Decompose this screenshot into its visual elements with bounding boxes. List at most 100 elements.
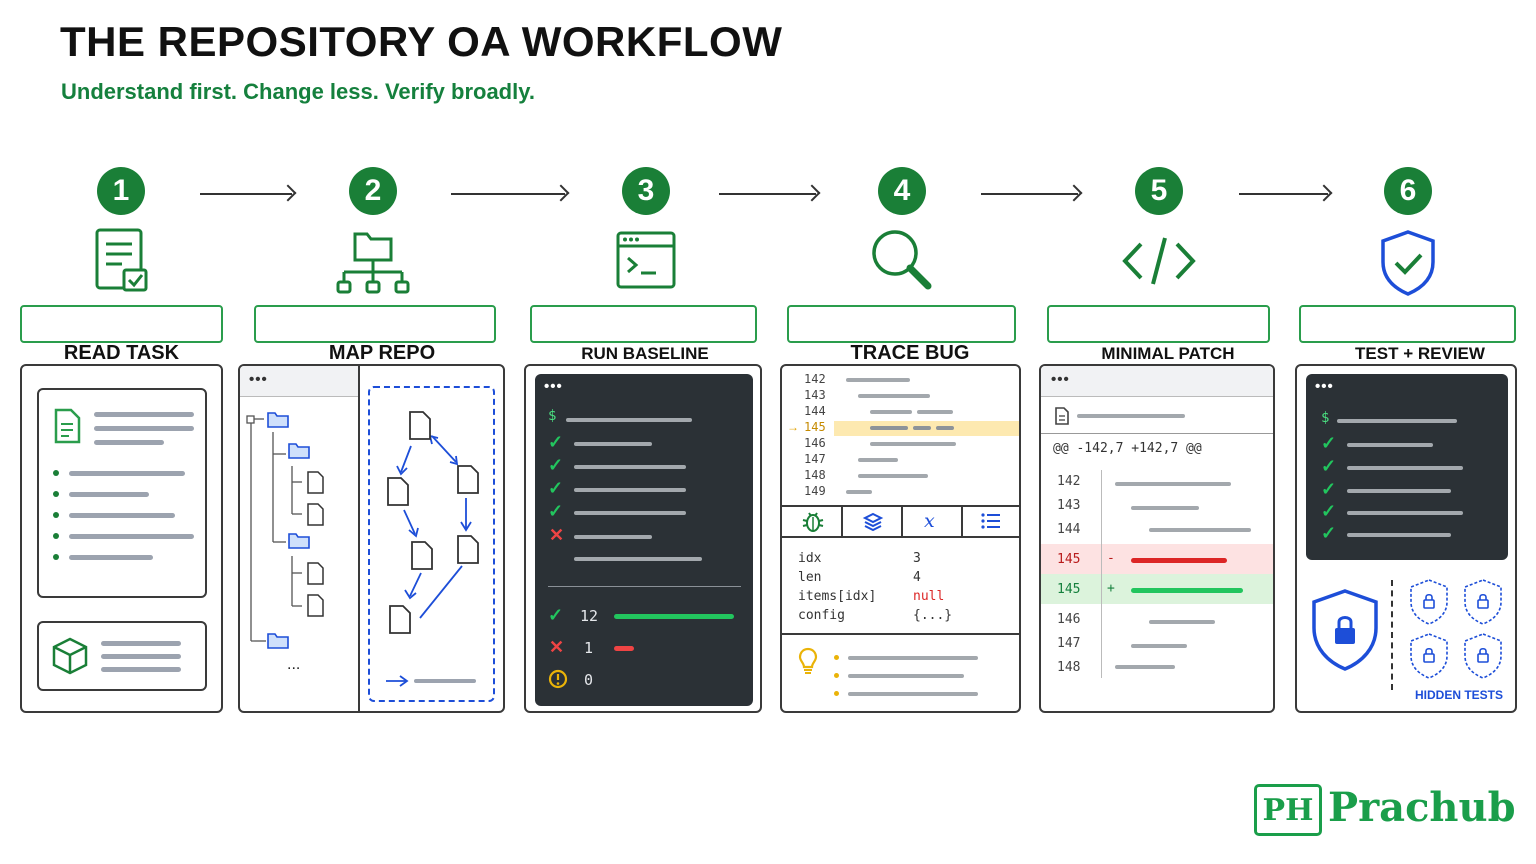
step-4-label: TRACE BUG [850,342,970,364]
terminal-icon [616,231,676,289]
bullet [53,491,59,497]
folder-tree-icon [336,232,410,294]
step-1-number: 1 [97,167,145,215]
step-5-header-box [1047,305,1270,343]
shell-prompt: $ [548,408,557,424]
text-line [94,440,164,445]
line-number-current: 145 [804,420,826,434]
test-line [574,442,652,446]
list-icon[interactable] [980,512,1002,530]
code-line [858,394,930,398]
variable-name: config [798,608,845,623]
code-brackets-icon [1122,237,1196,285]
code-line [1115,665,1175,669]
text-line [94,426,194,431]
hint-line [848,656,978,660]
flow-arrow-5-6 [1239,193,1328,195]
divider [782,633,1019,635]
variable-value: 4 [913,570,921,585]
dependency-graph [368,386,495,702]
fail-bar [614,646,634,651]
dependency-graph-drawing [386,411,479,687]
variable-name: idx [798,551,822,566]
diff-line-number: 144 [1057,522,1081,537]
explorer-titlebar [240,366,359,397]
diff-line-number: 147 [1057,636,1081,651]
fail-count: 1 [584,639,594,657]
pass-bar [614,614,734,619]
variable-x-icon[interactable]: x [924,510,935,532]
bug-icon[interactable] [801,511,825,533]
flow-arrow-3-4 [719,193,816,195]
separator-dashed [1391,580,1393,690]
code-line [846,378,910,382]
package-card [37,621,207,691]
file-path-line [1077,414,1185,418]
removed-code-line [1131,558,1227,563]
code-line [1131,644,1187,648]
step-6-label: TEST + REVIEW [1355,344,1485,363]
line-number: 148 [804,468,826,482]
hint-line [848,692,978,696]
shell-prompt: $ [1321,410,1330,426]
gutter-line [1101,470,1102,678]
variable-name: items[idx] [798,589,877,604]
step-2-header-box [254,305,496,343]
step-5-number: 5 [1135,167,1183,215]
diff-removed-mark: - [1107,551,1115,566]
trace-bug-panel: → 142 143 144 145 146 147 148 149 x idx … [780,364,1021,713]
bullet [834,691,839,696]
text-line [101,654,181,659]
diff-line-number: 142 [1057,474,1081,489]
test-line [574,465,686,469]
command-line [1337,419,1457,423]
layers-stack-icon[interactable] [862,512,884,532]
test-review-panel: ••• $ ✓ ✓ ✓ ✓ ✓ HIDDEN TESTS [1295,364,1517,713]
shield-check-icon [1381,230,1435,296]
variable-name: len [798,570,822,585]
shield-lock-icon [1312,589,1378,671]
code-line [870,410,912,414]
bullet [53,470,59,476]
brand-name: Prachub [1328,784,1516,831]
flow-arrow-1-2 [200,193,292,195]
magnifier-icon [872,230,932,290]
code-line [917,410,953,414]
step-2-label: MAP REPO [328,342,436,364]
text-line [69,471,185,476]
window-controls: ••• [249,371,268,388]
tree-ellipsis: ... [287,656,301,673]
pane-divider [358,366,360,711]
pass-check-icon: ✓ [1321,456,1337,476]
tab-divider [961,506,963,536]
diff-titlebar [1041,366,1273,397]
line-number: 143 [804,388,826,402]
line-number: 144 [804,404,826,418]
lightbulb-icon [798,647,818,674]
pass-check-icon: ✓ [548,478,564,498]
variable-value: 3 [913,551,921,566]
code-line [1131,506,1199,510]
step-1-header-box [20,305,223,343]
text-line [69,534,194,539]
divider [782,505,1019,507]
hidden-tests-grid [1410,579,1502,679]
text-line [94,412,194,417]
flow-arrow-2-3 [451,193,565,195]
task-document-check-icon [95,228,148,292]
bullet [53,554,59,560]
text-line [69,492,149,497]
hint-line [848,674,964,678]
step-3-label: RUN BASELINE [581,344,709,363]
test-line [574,557,702,561]
flow-arrow-4-5 [981,193,1078,195]
step-6-number: 6 [1384,167,1432,215]
pass-check-icon: ✓ [548,501,564,521]
page-title: THE REPOSITORY OA WORKFLOW [60,18,783,65]
brand-logo-text: PH [1262,793,1314,828]
separator [548,586,741,587]
code-line [1149,528,1251,532]
diff-line-number: 143 [1057,498,1081,513]
terminal-window [535,374,753,706]
window-controls: ••• [1315,378,1334,395]
